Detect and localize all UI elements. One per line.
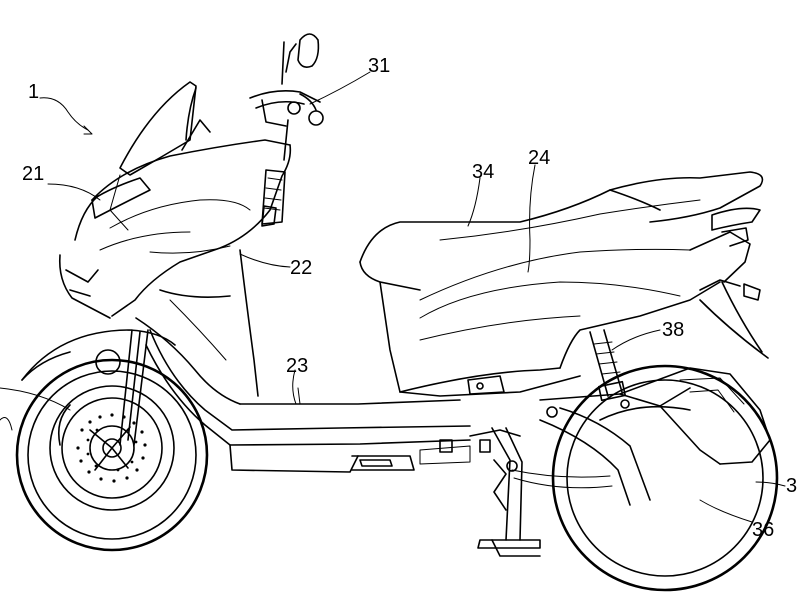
swing-arm-motor [539, 367, 771, 506]
center-stand [469, 427, 613, 557]
label-21: 21 [22, 163, 44, 185]
label-22: 22 [290, 257, 312, 279]
brake-disc-holes [76, 413, 147, 483]
rear-wheel [551, 364, 779, 592]
leader-lines [0, 71, 786, 523]
floorboard [145, 329, 471, 473]
label-24: 24 [528, 147, 550, 169]
front-fork [119, 329, 149, 446]
underbody-parts [351, 439, 491, 471]
label-31: 31 [368, 55, 390, 77]
leg-shield [135, 249, 259, 405]
handlebar-and-mirror [249, 33, 324, 161]
label-34: 34 [472, 161, 494, 183]
label-36: 36 [752, 519, 774, 541]
front-wheel [15, 358, 209, 552]
seat [359, 171, 764, 291]
label-3-partial: 3 [786, 475, 797, 497]
rear-body [379, 207, 769, 397]
front-cowl [58, 81, 292, 319]
label-38: 38 [662, 319, 684, 341]
reference-numerals: 1 21 22 23 24 31 34 36 38 3 [22, 55, 797, 541]
label-1: 1 [28, 81, 39, 103]
label-23: 23 [286, 355, 308, 377]
